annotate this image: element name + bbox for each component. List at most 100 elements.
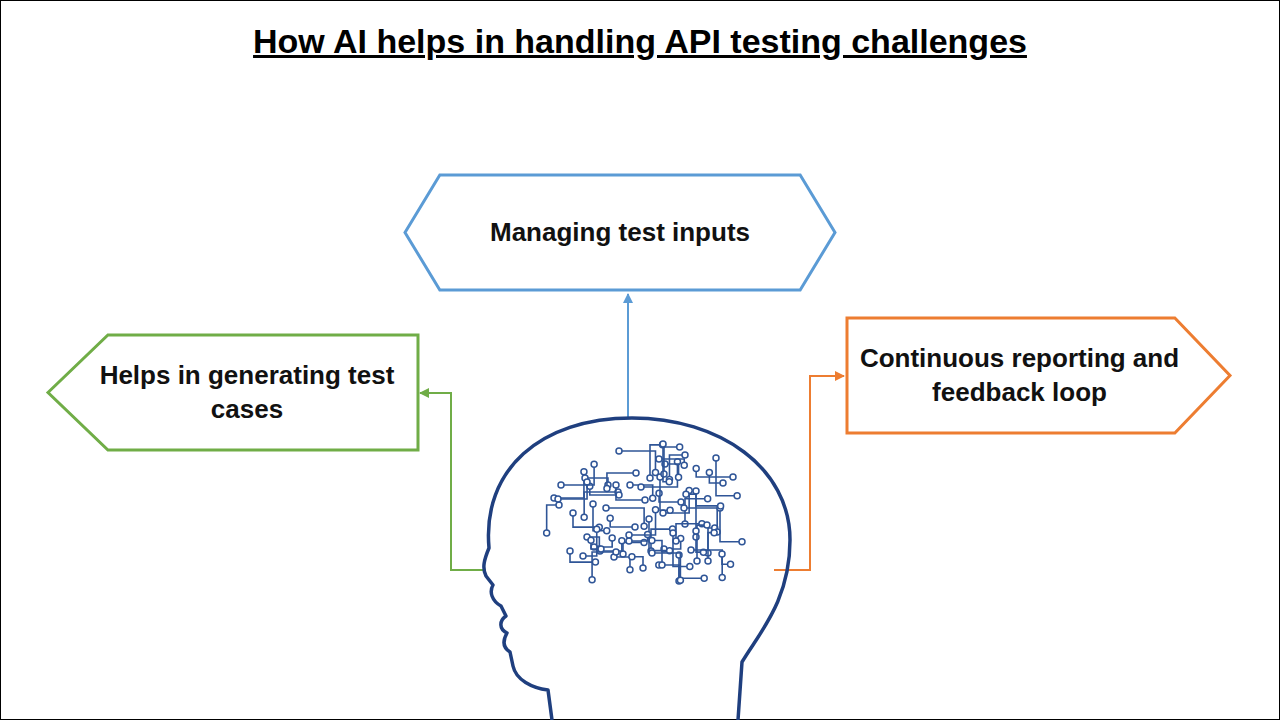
circuit-pad: [693, 488, 699, 494]
circuit-pad: [660, 442, 666, 448]
node-outline: [847, 318, 1230, 433]
circuit-trace: [610, 518, 635, 527]
arrow-box: Continuous reporting and feedback loop: [847, 318, 1230, 433]
circuit-pad: [677, 444, 683, 450]
circuit-pad: [650, 495, 656, 501]
circuit-trace: [676, 524, 702, 541]
circuit-pad: [649, 550, 655, 556]
circuit-pad: [626, 532, 632, 538]
circuit-trace: [616, 485, 645, 500]
node-label: Helps in generating test cases: [90, 359, 404, 427]
circuit-trace: [664, 447, 680, 474]
circuit-pad: [728, 561, 734, 567]
circuit-pad: [713, 455, 719, 461]
node-label: Managing test inputs: [490, 216, 750, 250]
circuit-pad: [589, 577, 595, 583]
circuit-pad: [693, 465, 699, 471]
circuit-pad: [677, 577, 683, 583]
circuit-pad: [620, 551, 626, 557]
circuit-pad: [646, 516, 652, 522]
circuit-pad: [584, 479, 590, 485]
circuit-pad: [638, 484, 644, 490]
circuit-pad: [613, 549, 619, 555]
circuit-pad: [666, 479, 672, 485]
circuit-pad: [660, 441, 666, 447]
circuit-pad: [694, 558, 700, 564]
circuit-pad: [720, 480, 726, 486]
circuit-pad: [607, 515, 613, 521]
circuit-pad: [682, 452, 688, 458]
circuit-trace: [573, 513, 599, 527]
circuit-trace: [606, 508, 644, 526]
circuit-pad: [693, 528, 699, 534]
circuit-trace: [547, 505, 559, 533]
circuit-pad: [588, 537, 594, 543]
circuit-pad: [609, 535, 615, 541]
circuit-pad: [581, 514, 587, 520]
circuit-pad: [683, 491, 689, 497]
circuit-pad: [681, 462, 687, 468]
circuit-pad: [656, 456, 662, 462]
node-outline: [48, 335, 418, 450]
node-body: Continuous reporting and feedback loop: [857, 318, 1182, 433]
hexagon-box: Managing test inputs: [405, 175, 835, 290]
circuit-pad: [619, 538, 625, 544]
circuit-pad: [705, 558, 711, 564]
node-label: Continuous reporting and feedback loop: [857, 342, 1182, 410]
circuit-pad: [670, 530, 676, 536]
circuit-trace: [592, 552, 616, 580]
circuit-trace: [696, 468, 733, 477]
circuit-pad: [718, 503, 724, 509]
circuit-pad: [544, 530, 550, 536]
circuit-pad: [693, 534, 699, 540]
circuit-trace: [720, 508, 742, 542]
circuit-pad: [626, 538, 632, 544]
circuit-trace: [686, 494, 696, 531]
circuit-trace: [561, 464, 594, 485]
circuit-pad: [580, 553, 586, 559]
circuit-pad: [641, 523, 647, 529]
circuit-pad: [604, 486, 610, 492]
circuit-pad: [604, 528, 610, 534]
circuit-pad: [616, 492, 622, 498]
circuit-trace: [708, 533, 714, 561]
circuit-pad: [681, 505, 687, 511]
circuit-pad: [570, 510, 576, 516]
circuit-pad: [687, 564, 693, 570]
circuit-pad: [581, 469, 587, 475]
circuit-pad: [653, 507, 659, 513]
circuit-pad: [598, 546, 604, 552]
circuit-pad: [678, 499, 684, 505]
circuit-pad: [603, 505, 609, 511]
circuit-pad: [719, 575, 725, 581]
node-outline: [405, 175, 835, 290]
leader-line: [420, 393, 484, 570]
circuit-trace: [663, 444, 669, 482]
circuit-pad: [590, 501, 596, 507]
circuit-pad: [701, 575, 707, 581]
circuit-pad: [688, 547, 694, 553]
circuit-pad: [558, 482, 564, 488]
node-outline: [48, 335, 418, 450]
circuit-pad: [673, 538, 679, 544]
circuit-pad: [739, 539, 745, 545]
circuit-pad: [640, 565, 646, 571]
circuit-pad: [667, 507, 673, 513]
circuit-pad: [705, 496, 711, 502]
circuit-pad: [719, 551, 725, 557]
circuit-pad: [592, 559, 598, 565]
circuit-pad: [632, 524, 638, 530]
circuit-pad: [594, 526, 600, 532]
circuit-trace: [696, 491, 721, 506]
circuit-pad: [567, 548, 573, 554]
circuit-pad: [642, 497, 648, 503]
circuit-pad: [704, 522, 710, 528]
circuit-pad: [647, 475, 653, 481]
circuit-pad: [629, 554, 635, 560]
circuit-pad: [661, 471, 667, 477]
circuit-trace: [691, 550, 722, 578]
circuit-pad: [730, 474, 736, 480]
circuit-trace: [607, 473, 636, 489]
circuit-pad: [556, 502, 562, 508]
